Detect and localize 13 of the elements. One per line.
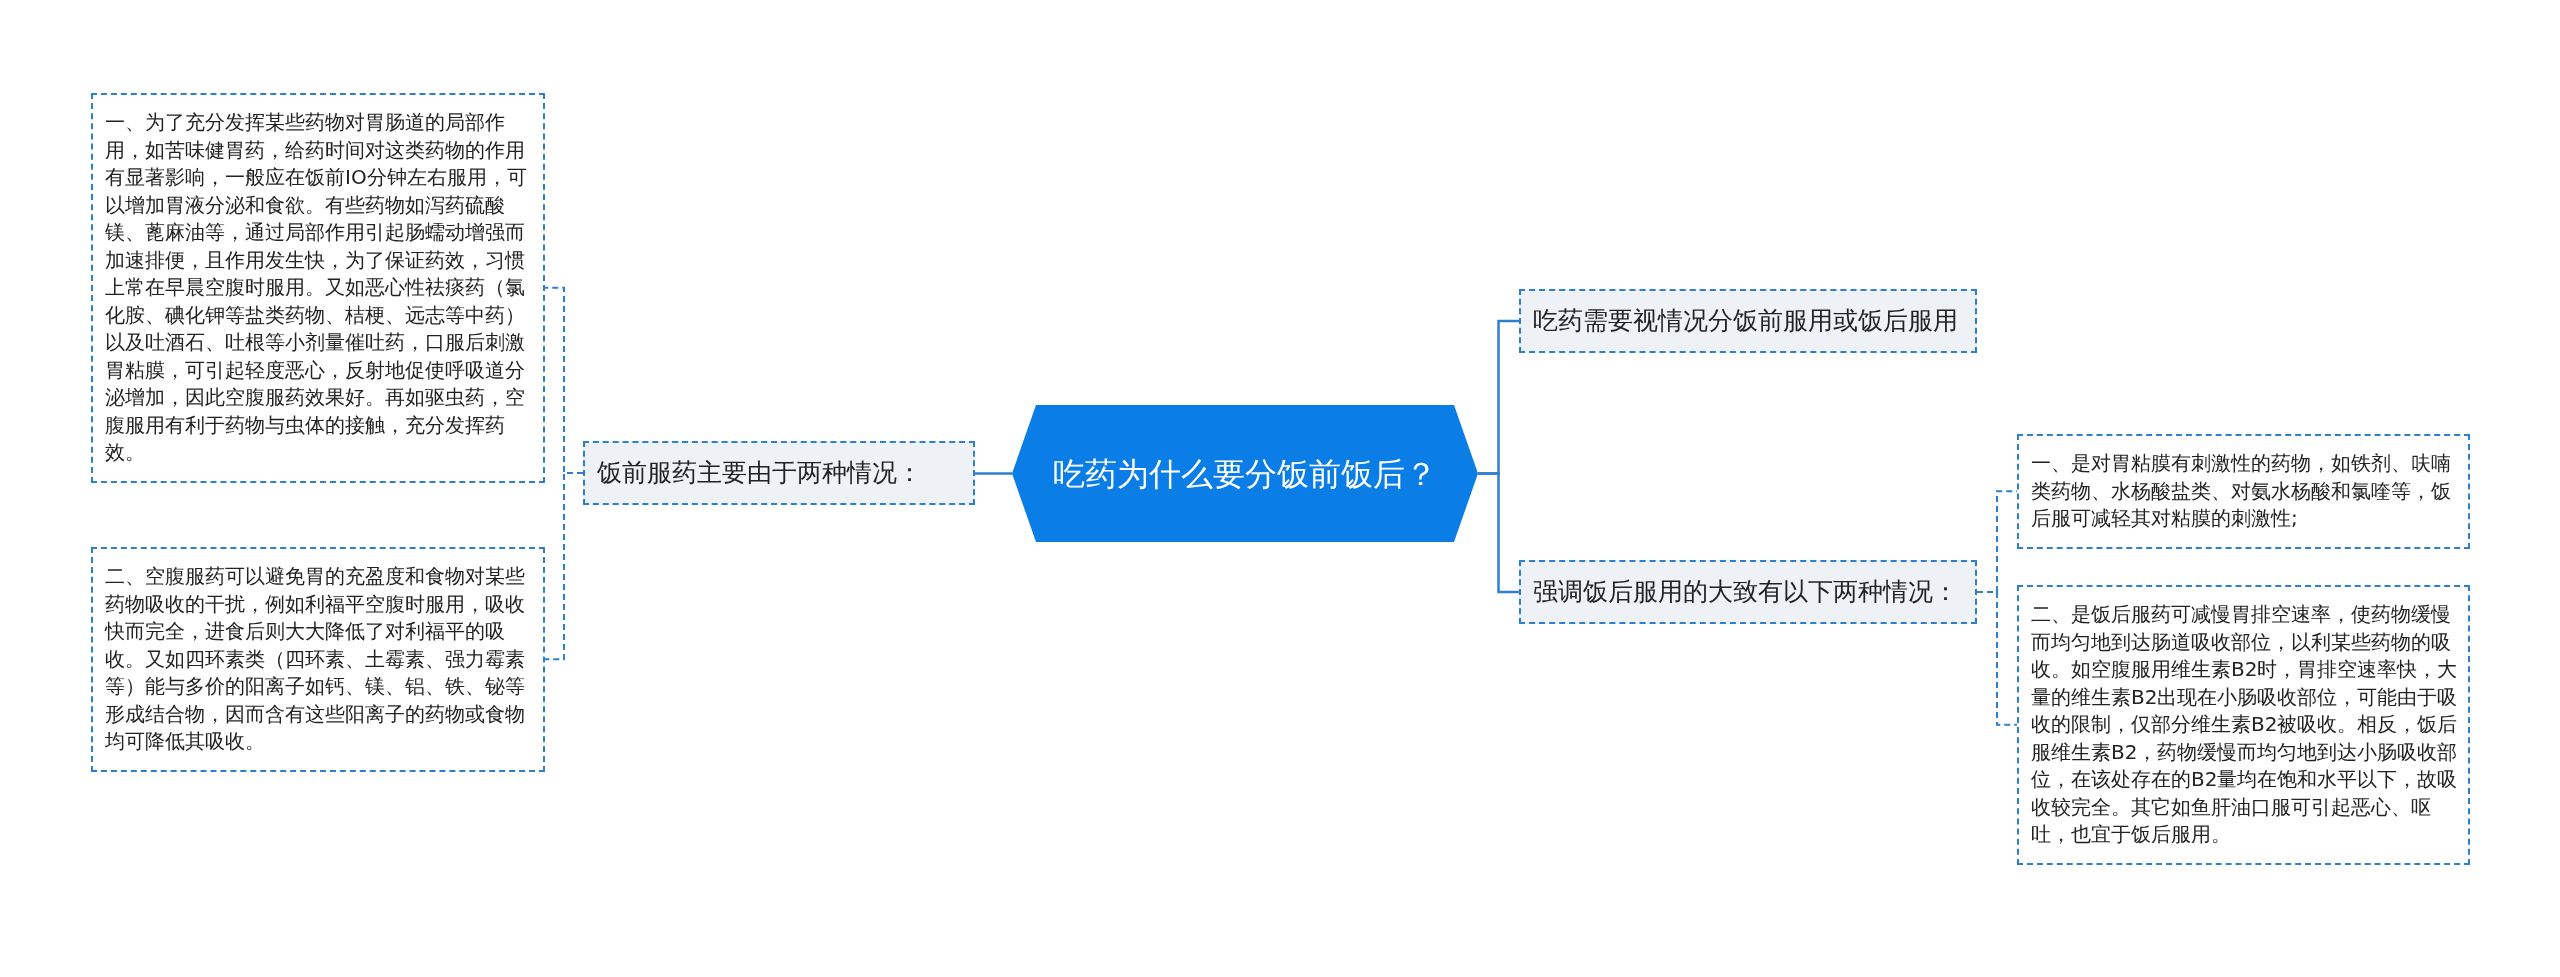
branch-topic-box: 强调饭后服用的大致有以下两种情况： [1519,560,1977,624]
detail-text-box: 二、空腹服药可以避免胃的充盈度和食物对某些药物吸收的干扰，例如利福平空腹时服用，吸收快而完全，进食后则大大降低了对利福平的吸收。又如四环素类（四环素、土霉素、强力霉素等）能与多价的阳离子如钙、镁、铝、铁、铋等形成结合物，因而含有这些阳离子的药物或食物均可降低其吸收。 [91,547,545,772]
connector-line [544,472,584,661]
detail-text-box: 二、是饭后服药可减慢胃排空速率，使药物缓慢而均匀地到达肠道吸收部位，以利某些药物的吸收。如空腹服用维生素B2时，胃排空速率快，大量的维生素B2出现在小肠吸收部位，可能由于吸收的限制，仅部分维生素B2被吸收。相反，饭后服维生素B2，药物缓慢而均匀地到达小肠吸收部位，在该处存在的B2量均在饱和水平以下，故吸收较完全。其它如鱼肝油口服可引起恶心、呕吐，也宜于饭后服用。 [2017,585,2470,865]
connector-line [1478,472,1519,594]
central-topic-hexagon [1012,405,1478,542]
topic-title: 吃药为什么要分饭前饭后？ [1052,453,1438,495]
connector-line [1976,591,2018,726]
connector-line [975,472,1012,475]
branch-topic-box: 吃药需要视情况分饭前服用或饭后服用 [1519,289,1977,353]
branch-topic-box: 饭前服药主要由于两种情况： [583,441,975,505]
detail-text-box: 一、为了充分发挥某些药物对胃肠道的局部作用，如苦味健胃药，给药时间对这类药物的作用有显著影响，一般应在饭前IO分钟左右服用，可以增加胃液分泌和食欲。有些药物如泻药硫酸镁、蓖麻油等，通过局部作用引起肠蠕动增强而加速排便，且作用发生快，为了保证药效，习惯上常在早晨空腹时服用。又如恶心性祛痰药（氯化胺、碘化钾等盐类药物、桔梗、远志等中药）以及吐酒石、吐根等小剂量催吐药，口服后刺激胃粘膜，可引起轻度恶心，反射地促使呼吸道分泌增加，因此空腹服药效果好。再如驱虫药，空腹服用有利于药物与虫体的接触，充分发挥药效。 [91,93,545,483]
detail-text-box: 一、是对胃粘膜有刺激性的药物，如铁剂、呋喃类药物、水杨酸盐类、对氨水杨酸和氯喹等，饭后服可减轻其对粘膜的刺激性; [2017,434,2470,549]
